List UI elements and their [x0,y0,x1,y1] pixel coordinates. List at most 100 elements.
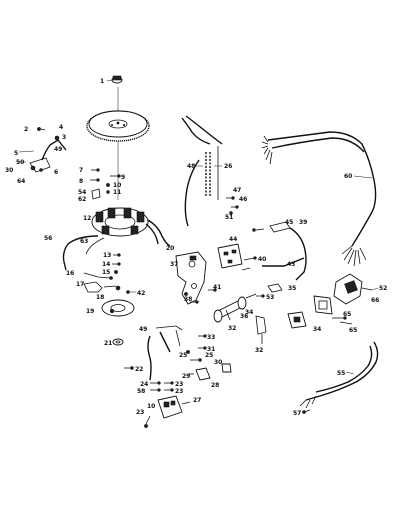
trigger-screws [83,253,121,280]
callout: 16 [66,270,74,277]
callout: 7 [79,167,83,174]
callout: 49 [139,326,147,333]
callout: 23 [175,388,183,395]
flywheel [86,87,150,142]
callout: 48 [187,163,195,170]
mounting-plates [287,295,353,329]
callout: 20 [166,245,174,252]
callout: 25 [205,352,213,359]
callout: 55 [337,370,345,377]
callout: 39 [299,219,307,226]
stator [91,207,171,247]
callout: 3 [62,134,66,141]
callout: 56 [44,235,52,242]
coil-bracket-parts [17,127,67,173]
stator-harness [62,235,105,271]
callout: 5 [14,150,18,157]
callout: 42 [137,290,145,297]
lower-rectifier [144,395,191,428]
key-switch [333,273,379,305]
spark-plug-leads [181,115,223,227]
rectifier-block [217,243,257,271]
callout: 12 [83,215,91,222]
callout: 22 [135,366,143,373]
callout: 37 [170,261,178,268]
coil-bracket [255,315,267,344]
callout: 11 [113,189,121,196]
callout: 32 [228,325,236,332]
callout: 62 [78,196,86,203]
callout: 44 [229,236,237,243]
callout: 40 [258,256,266,263]
callout: 64 [17,178,25,185]
callout: 25 [179,352,187,359]
callout: 4 [59,124,63,131]
callout: 1 [100,78,104,85]
callout: 58 [137,388,145,395]
callout: 43 [287,261,295,268]
callout: 23 [136,409,144,416]
callout: 6 [54,169,58,176]
ignition-wires [147,325,183,381]
callout: 65 [349,327,357,334]
callout: 23 [175,381,183,388]
callout: 57 [293,410,301,417]
connector-lead [252,221,307,281]
main-cable-harness [261,131,377,267]
callout: 51 [225,214,233,221]
callout: 45 [285,219,293,226]
callout: 19 [86,308,94,315]
callout: 50 [16,159,24,166]
callout: 18 [96,294,104,301]
callout: 52 [379,285,387,292]
callout: 65 [343,311,351,318]
callout: 60 [344,173,352,180]
switch-cluster [186,350,232,381]
callout: 47 [233,187,241,194]
callout: 46 [239,196,247,203]
callout: 10 [113,182,121,189]
callout: 13 [103,252,111,259]
callout: 34 [245,309,253,316]
callout: 49 [54,146,62,153]
callout: 26 [224,163,232,170]
callout: 2 [24,126,28,133]
callout: 66 [371,297,379,304]
callout: 28 [211,382,219,389]
callout: 24 [140,381,148,388]
callout: 53 [266,294,274,301]
lower-screws [150,381,174,392]
ignition-coil [213,293,257,323]
callout: 29 [182,373,190,380]
callout: 17 [76,281,84,288]
callout: 10 [147,403,155,410]
upper-screws [226,196,239,215]
callout: 32 [255,347,263,354]
callout: 21 [104,340,112,347]
trigger-assembly [83,281,136,317]
callout: 33 [207,334,215,341]
washer-and-screw [112,338,134,370]
callout: 30 [5,167,13,174]
callout: 15 [102,269,110,276]
terminal-connector [256,283,283,298]
callout: 36 [240,313,248,320]
callout: 34 [313,326,321,333]
bracket-screws-lower [198,334,207,350]
callout: 31 [207,346,215,353]
callout: 38 [184,296,192,303]
lower-harness [299,341,379,414]
callout: 8 [79,178,83,185]
callout: 14 [102,261,110,268]
flywheel-nut [106,75,123,84]
callout: 35 [288,285,296,292]
screw-column [90,142,121,200]
callout: 30 [214,359,222,366]
callout: 54 [78,189,86,196]
callout: 27 [193,397,201,404]
callout: 41 [213,284,221,291]
bracket-screws [190,288,217,304]
callout: 63 [80,238,88,245]
callout: 9 [121,174,125,181]
